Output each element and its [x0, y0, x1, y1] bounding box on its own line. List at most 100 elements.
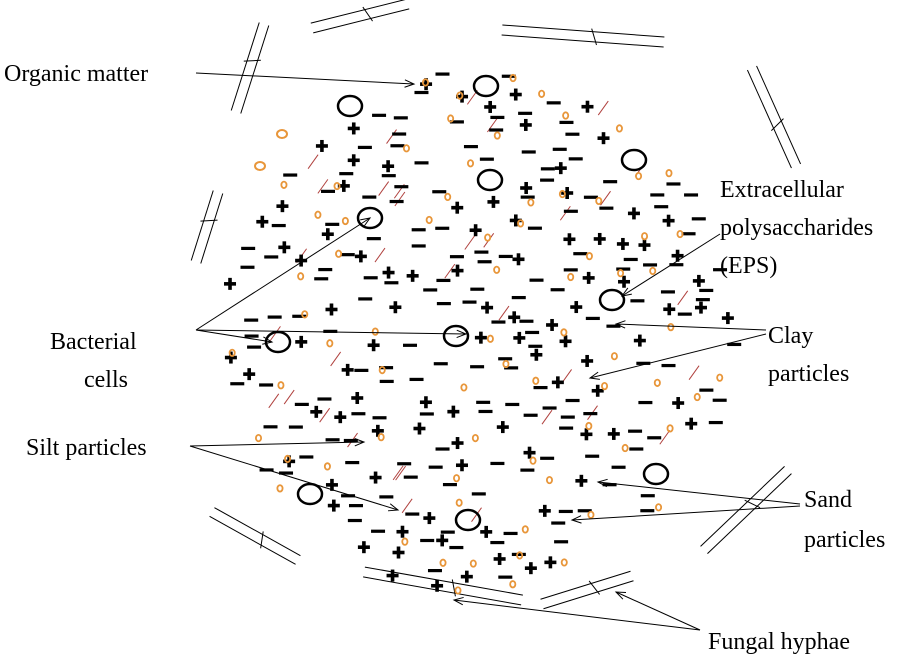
- silt-bar: [497, 552, 502, 565]
- silt-bar: [567, 233, 572, 246]
- label-arrow: [189, 438, 366, 447]
- clay-particle: [559, 426, 574, 430]
- silt-particle: [315, 139, 328, 152]
- silt-particle: [278, 241, 291, 254]
- clay-particle: [640, 509, 655, 513]
- clay-particle: [699, 388, 714, 392]
- sand-particle: [655, 503, 663, 512]
- silt-particle: [663, 303, 676, 316]
- arrow-line: [453, 599, 701, 631]
- clay-particle: [560, 415, 575, 419]
- silt-bar: [513, 88, 518, 101]
- sand-particles-group: [228, 73, 724, 595]
- sand-particle: [529, 456, 537, 465]
- sand-particle: [277, 381, 285, 390]
- silt-particle: [369, 471, 382, 484]
- sand-particle: [516, 551, 524, 560]
- sand-particle: [665, 169, 673, 178]
- clay-particle: [520, 195, 535, 199]
- silt-bar: [675, 249, 680, 262]
- clay-particle: [519, 319, 534, 323]
- silt-bar: [342, 179, 346, 192]
- silt-bar: [667, 303, 672, 316]
- sand-particle: [276, 484, 284, 493]
- clay-particle: [551, 521, 566, 525]
- silt-bar: [390, 569, 395, 582]
- sand-particle: [532, 376, 540, 385]
- sand-particle: [649, 266, 657, 276]
- silt-particle: [520, 181, 533, 194]
- sand-particle: [323, 462, 331, 471]
- clay-particle: [540, 456, 555, 460]
- sand-particle: [617, 269, 625, 278]
- arrow-head: [596, 478, 608, 488]
- silt-particle: [224, 351, 237, 364]
- clay-particle: [435, 72, 450, 76]
- sand-particle: [425, 215, 433, 225]
- hypha-wall: [313, 8, 410, 34]
- sand-particle: [455, 498, 463, 507]
- sand-particle: [280, 180, 288, 189]
- arrow-head: [614, 320, 626, 329]
- clay-particle: [462, 300, 477, 304]
- arrow-head: [404, 79, 416, 88]
- hypha-wall: [209, 515, 296, 565]
- silt-bar: [351, 154, 356, 167]
- clay-particle: [347, 518, 362, 523]
- hypha-septum: [588, 580, 601, 595]
- silt-bar: [260, 215, 265, 228]
- sand-particle: [377, 433, 385, 442]
- arrow-head: [588, 371, 600, 380]
- arrow-head: [620, 287, 632, 297]
- sand-particle: [693, 392, 701, 402]
- clay-particle: [602, 483, 617, 487]
- silt-bar: [666, 214, 671, 227]
- clay-particle: [505, 402, 520, 407]
- fungal-hypha: [501, 24, 665, 48]
- silt-particle: [382, 266, 395, 279]
- clay-particle: [681, 232, 696, 236]
- silt-particle: [685, 417, 698, 430]
- clay-particle: [490, 540, 505, 545]
- clay-particle: [666, 182, 681, 186]
- silt-bar: [563, 335, 568, 348]
- clay-particle: [358, 297, 373, 301]
- silt-bar: [280, 200, 285, 213]
- clay-particle: [654, 205, 669, 209]
- silt-particle: [243, 368, 256, 381]
- clay-particle: [478, 409, 493, 414]
- clay-particle: [583, 412, 598, 416]
- clay-particle: [390, 144, 405, 148]
- silt-particle: [389, 301, 402, 314]
- sand-particle: [276, 129, 288, 139]
- sand-particle: [484, 233, 492, 242]
- clay-particle: [585, 454, 600, 458]
- organic-matter-streak: [401, 498, 413, 514]
- silt-bar: [558, 162, 563, 175]
- sand-particle: [562, 111, 570, 120]
- organic-matter-streak: [317, 179, 329, 194]
- silt-bar: [228, 277, 232, 290]
- sand-particle: [486, 334, 494, 343]
- silt-bar: [584, 428, 589, 441]
- silt-bar: [534, 348, 539, 361]
- sand-particle: [469, 559, 477, 568]
- sand-particle: [456, 91, 464, 100]
- silt-bar: [386, 160, 390, 173]
- silt-bar: [529, 562, 533, 575]
- silt-particle: [371, 424, 384, 437]
- clay-particle: [585, 316, 600, 321]
- clay-particle: [568, 157, 583, 161]
- silt-particle: [721, 312, 734, 325]
- clay-particle: [498, 254, 513, 259]
- sand-particle: [560, 558, 568, 567]
- hypha-wall: [707, 473, 792, 554]
- sand-particle: [621, 443, 629, 453]
- silt-particle: [406, 269, 419, 282]
- silt-bar: [585, 100, 590, 113]
- sand-particle: [493, 265, 501, 274]
- clay-particle: [442, 482, 457, 487]
- silt-particle: [474, 331, 487, 344]
- clay-particle: [411, 244, 426, 248]
- arrow-line: [189, 441, 365, 447]
